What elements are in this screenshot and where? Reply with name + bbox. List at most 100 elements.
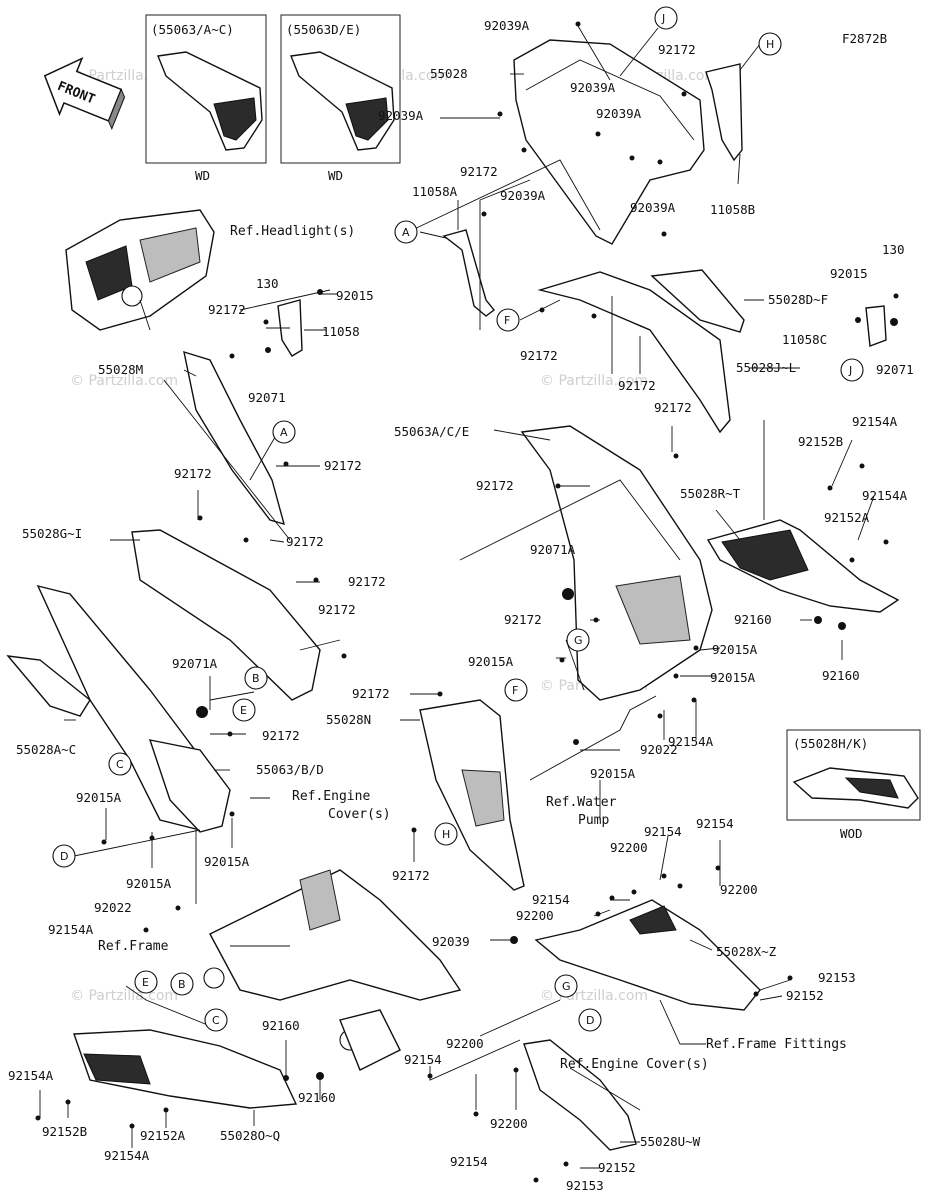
part-label: 92039A	[570, 80, 616, 95]
part-label: 55028X~Z	[716, 944, 777, 959]
part-label: 92200	[610, 840, 648, 855]
side-cowl-55063a-c-e	[520, 425, 713, 701]
part-label: 92172	[352, 686, 390, 701]
part-label: 92154A	[862, 488, 908, 503]
part-label: 92154A	[852, 414, 898, 429]
lower-panel-55028x-z	[534, 899, 761, 1011]
center-panel-55028n	[419, 699, 525, 891]
part-label: 92015A	[712, 642, 758, 657]
part-label: 92015A	[126, 876, 172, 891]
part-label: 92200	[720, 882, 758, 897]
inset-title: (55063/A~C)	[151, 22, 234, 37]
part-label: 92172	[476, 478, 514, 493]
diagram-code: F2872B	[842, 31, 887, 46]
part-label: 92172	[208, 302, 246, 317]
part-label: 92154A	[668, 734, 714, 749]
callout-label: A	[280, 426, 288, 439]
bracket-11058a	[442, 229, 495, 317]
callout-label: C	[212, 1014, 220, 1027]
part-label: 11058B	[710, 202, 755, 217]
bracket-11058b	[705, 63, 743, 162]
ref-engine-cover-label: Cover(s)	[328, 807, 391, 822]
part-label: 55028A~C	[16, 742, 76, 757]
part-label: 92172	[262, 728, 300, 743]
part-label: 55028O~Q	[220, 1128, 280, 1143]
callout-label: G	[562, 980, 571, 993]
callout-label: F	[512, 684, 518, 697]
side-panel-55028d-f	[650, 269, 745, 333]
part-label: 55028G~I	[22, 526, 82, 541]
part-label: 92152B	[798, 434, 843, 449]
side-panel-55028j-l	[537, 271, 731, 434]
part-label: 92154	[532, 892, 570, 907]
callout-label: E	[240, 704, 247, 717]
ref-headlight-label: Ref.Headlight(s)	[230, 224, 355, 239]
ref-water-pump-label: Ref.Water	[546, 795, 617, 810]
part-label: 92015A	[710, 670, 756, 685]
part-label: 55063/B/D	[256, 762, 324, 777]
callout-circles: J H A F J A B E C D G F H B E C G D	[52, 6, 864, 1032]
part-label: 92039A	[378, 108, 424, 123]
part-label: 55028D~F	[768, 292, 828, 307]
watermark: © Partzilla.com	[70, 373, 178, 389]
watermark: © Partzilla.com	[70, 988, 178, 1004]
callout-label: D	[586, 1014, 594, 1027]
part-label: 92071	[876, 362, 914, 377]
part-label: 92154A	[104, 1148, 150, 1163]
part-label: 92152A	[824, 510, 870, 525]
part-label: 55028U~W	[640, 1134, 701, 1149]
callout-label: B	[252, 672, 260, 685]
part-label: 92172	[460, 164, 498, 179]
watermark: © Partzilla.com	[540, 373, 648, 389]
ref-frame-label: Ref.Frame	[98, 939, 169, 954]
part-label: 92200	[516, 908, 554, 923]
part-label: 92160	[262, 1018, 300, 1033]
part-label: 92172	[504, 612, 542, 627]
part-label: 92152B	[42, 1124, 87, 1139]
part-label: 92160	[822, 668, 860, 683]
part-label: 130	[256, 276, 279, 291]
part-label: 92039	[432, 934, 470, 949]
part-label: 92015A	[204, 854, 250, 869]
part-label: 92071A	[172, 656, 218, 671]
part-label: 92039A	[596, 106, 642, 121]
part-label: 92071	[248, 390, 286, 405]
inset-caption: WD	[328, 168, 343, 183]
part-label: 92015A	[76, 790, 122, 805]
part-label: 92160	[298, 1090, 336, 1105]
part-label: 92172	[392, 868, 430, 883]
callout-label: F	[504, 314, 510, 327]
part-label: 92172	[520, 348, 558, 363]
part-label: 92152	[786, 988, 824, 1003]
part-label: 92154	[696, 816, 734, 831]
part-label: 55028M	[98, 362, 143, 377]
headlight-assembly	[65, 209, 215, 331]
inner-panel-55028g-i	[131, 529, 321, 701]
part-label: 92015A	[468, 654, 514, 669]
part-label: 92071A	[530, 542, 576, 557]
part-label: 11058C	[782, 332, 827, 347]
part-label: 92172	[324, 458, 362, 473]
part-label: 92154	[404, 1052, 442, 1067]
part-number-labels: 92039A 55028 92039A 92039A 92039A 92039A…	[8, 18, 914, 1193]
part-label: 92154	[450, 1154, 488, 1169]
part-label: 55028J~L	[736, 360, 796, 375]
lower-panel-55028o-q	[73, 1029, 298, 1109]
fasteners	[35, 21, 899, 1183]
part-label: 92172	[618, 378, 656, 393]
callout-label: D	[60, 850, 68, 863]
part-label: 92172	[654, 400, 692, 415]
part-label: 130	[882, 242, 905, 257]
part-label: 92152	[598, 1160, 636, 1175]
callout-label: J	[848, 364, 852, 377]
part-label: 92154A	[8, 1068, 54, 1083]
callout-label: H	[766, 38, 774, 51]
inset-caption: WD	[195, 168, 210, 183]
inset-caption: WOD	[840, 826, 863, 841]
part-label: 92039A	[630, 200, 676, 215]
inset-title: (55063D/E)	[286, 22, 361, 37]
part-label: 55028	[430, 66, 468, 81]
upper-cowl-55028	[513, 39, 705, 245]
